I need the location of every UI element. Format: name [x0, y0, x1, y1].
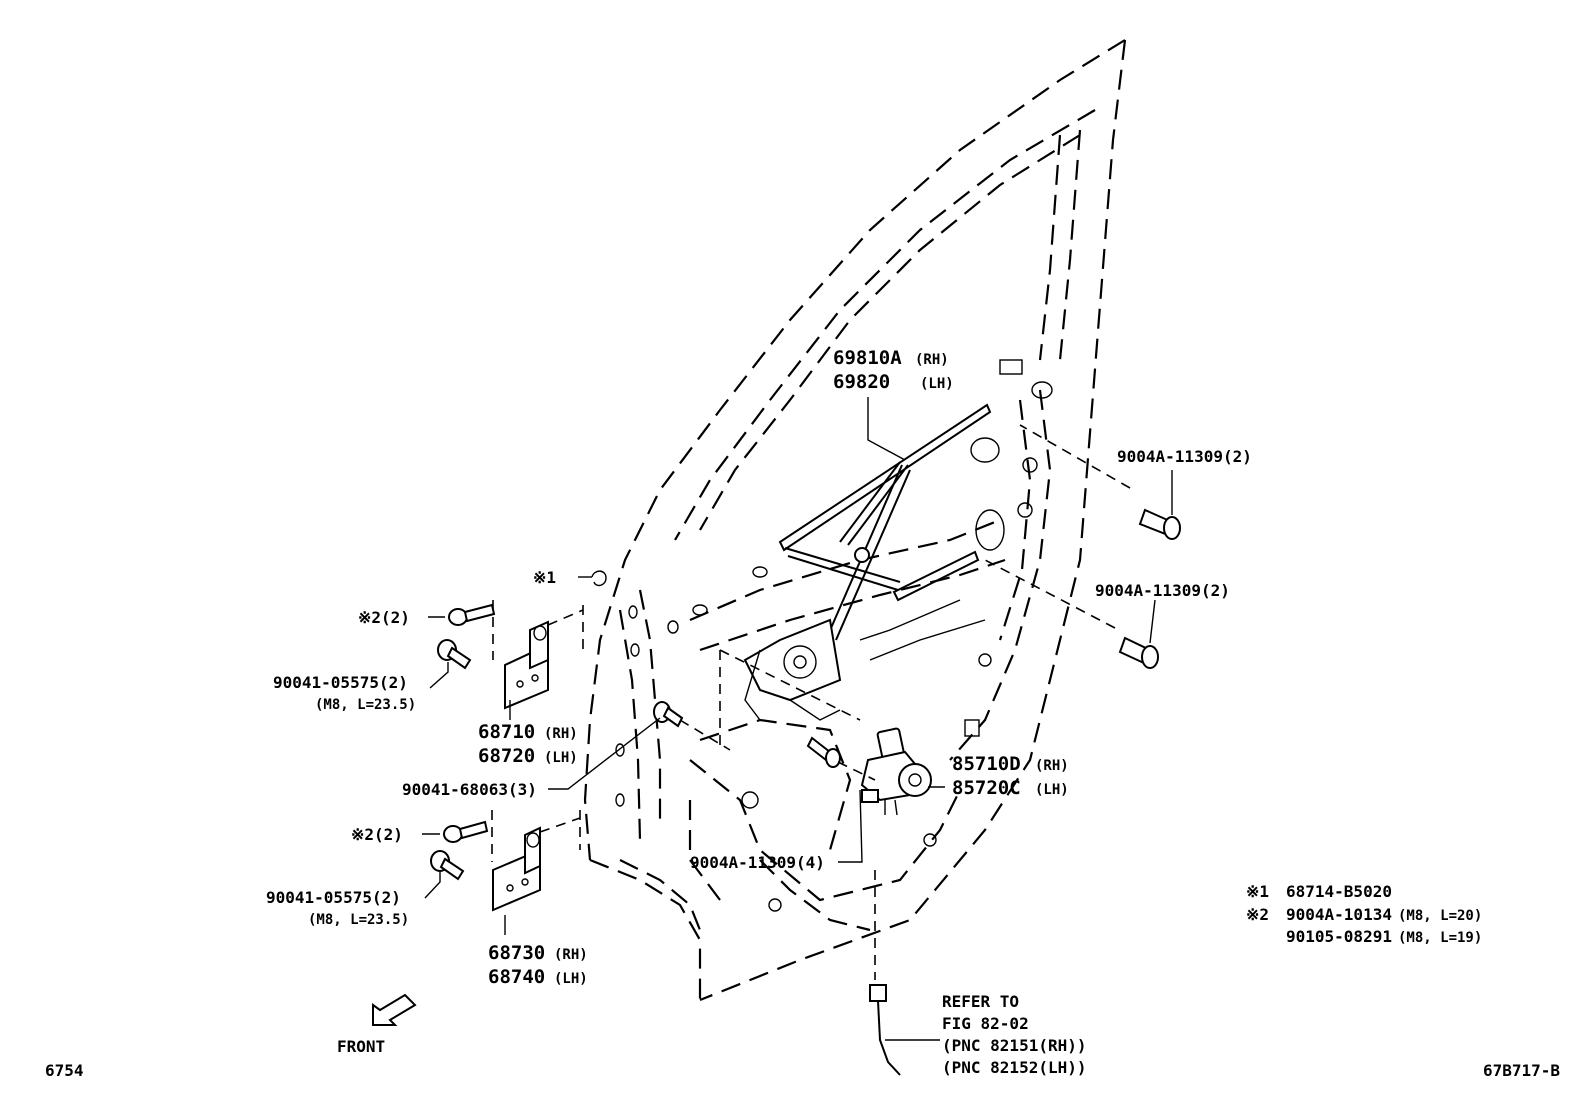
callout-motor: 85710D (RH) 85720C (LH)	[952, 753, 1069, 799]
bolt-middle-right	[1118, 636, 1159, 669]
refer-line-4: (PNC 82152(LH))	[942, 1058, 1087, 1077]
bolt-upper-label: 9004A-11309(2)	[1117, 447, 1252, 466]
regulator-lh-number: 69820	[833, 371, 890, 393]
note-marker-2: ※2	[1246, 905, 1269, 924]
regulator-rh-side: (RH)	[915, 352, 949, 368]
bolt-lower-hinge-spec: (M8, L=23.5)	[308, 912, 409, 928]
lower-hinge	[492, 826, 541, 912]
bolt-hinge-door-label: 90041-68063(3)	[402, 780, 537, 799]
front-label: FRONT	[337, 1037, 385, 1056]
motor-connector	[869, 984, 901, 1076]
bolt-upper-hinge-spec: (M8, L=23.5)	[315, 697, 416, 713]
upper-hinge-lh-side: (LH)	[544, 750, 578, 766]
upper-hinge-lh-number: 68720	[478, 745, 535, 767]
upper-hinge-rh-side: (RH)	[544, 726, 578, 742]
note-part-3: 90105-08291	[1286, 927, 1392, 946]
bolt-hinge-door	[653, 701, 684, 728]
callout-regulator: 69810A (RH) 69820 (LH)	[833, 347, 954, 393]
note2-lower-label: ※2(2)	[351, 825, 403, 844]
bolt-upper-hinge-label: 90041-05575(2)	[273, 673, 408, 692]
bolt-lower-hinge-label: 90041-05575(2)	[266, 888, 401, 907]
motor-lh-side: (LH)	[1035, 782, 1069, 798]
lower-hinge-lh-number: 68740	[488, 966, 545, 988]
note1-marker-label: ※1	[533, 568, 556, 587]
clip-part	[591, 570, 607, 587]
bolt-upper-right	[1138, 508, 1181, 540]
note2-upper-label: ※2(2)	[358, 608, 410, 627]
motor-rh-side: (RH)	[1035, 758, 1069, 774]
refer-line-2: FIG 82-02	[942, 1014, 1029, 1033]
regulator-rh-number: 69810A	[833, 347, 902, 369]
drawing-code: 67B717-B	[1483, 1061, 1560, 1080]
refer-note: REFER TO FIG 82-02 (PNC 82151(RH)) (PNC …	[942, 992, 1087, 1077]
lower-hinge-lh-side: (LH)	[554, 971, 588, 987]
note-part-1: 68714-B5020	[1286, 882, 1392, 901]
upper-hinge-rh-number: 68710	[478, 721, 535, 743]
refer-line-3: (PNC 82151(RH))	[942, 1036, 1087, 1055]
callout-lower-hinge: 68730 (RH) 68740 (LH)	[488, 942, 588, 988]
door-frame-outline	[583, 39, 1127, 1002]
regulator-lh-side: (LH)	[920, 376, 954, 392]
note-marker-1: ※1	[1246, 882, 1269, 901]
window-regulator	[743, 403, 992, 721]
note-spec-2: (M8, L=20)	[1398, 908, 1482, 924]
leader-lines	[422, 397, 1173, 1041]
motor-rh-number: 85710D	[952, 753, 1021, 775]
note-spec-3: (M8, L=19)	[1398, 930, 1482, 946]
motor-lh-number: 85720C	[952, 777, 1021, 799]
bolt-regulator-lower	[806, 736, 841, 768]
bolt-regulator-lower-label: 9004A-11309(4)	[690, 853, 825, 872]
lower-hinge-rh-side: (RH)	[554, 947, 588, 963]
bolt-upper-hinge-a	[448, 603, 496, 626]
window-motor	[860, 727, 932, 816]
bolt-lower-hinge-a	[443, 820, 489, 843]
upper-hinge	[504, 620, 549, 710]
bolt-lower-hinge-b	[430, 850, 465, 881]
illustration-number: 6754	[45, 1061, 84, 1080]
bolt-upper-hinge-b	[437, 639, 472, 670]
refer-line-1: REFER TO	[942, 992, 1019, 1011]
lower-hinge-rh-number: 68730	[488, 942, 545, 964]
notes-legend: ※1 68714-B5020 ※2 9004A-10134 (M8, L=20)…	[1246, 882, 1482, 946]
note-part-2: 9004A-10134	[1286, 905, 1392, 924]
callout-upper-hinge: 68710 (RH) 68720 (LH)	[478, 721, 578, 767]
bolt-middle-label: 9004A-11309(2)	[1095, 581, 1230, 600]
front-arrow-icon	[372, 993, 417, 1026]
